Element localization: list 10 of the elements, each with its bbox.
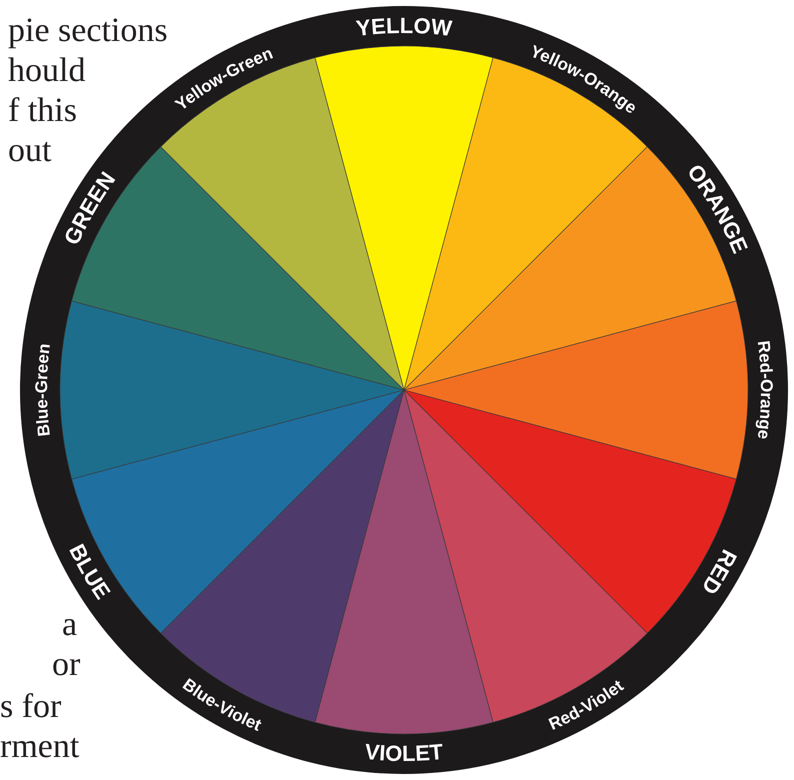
body-text-fragment: s for [0,690,62,724]
segment-label: YELLOW [354,12,454,41]
segment-label: VIOLET [364,739,444,766]
body-text-fragment: or [52,648,80,682]
body-text-fragment: pie sections [8,14,168,48]
body-text-fragment: a [62,608,78,642]
body-text-fragment: out [8,134,52,168]
body-text-fragment: hould [8,54,86,88]
body-text-fragment: rment [0,730,80,764]
body-text-fragment: f this [8,94,77,128]
